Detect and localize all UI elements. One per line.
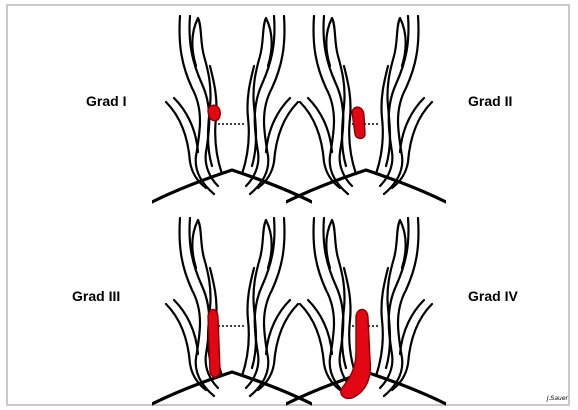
grade-2-label: Grad II — [468, 93, 512, 109]
grade-4-label: Grad IV — [468, 288, 518, 304]
grade-2-diagram — [286, 6, 446, 206]
grade-4-diagram — [286, 208, 446, 408]
hemorrhoid-grade-1 — [208, 105, 220, 121]
grade-1-label: Grad I — [86, 93, 126, 109]
grade-3-label: Grad III — [72, 288, 120, 304]
hemorrhoid-grade-3 — [208, 309, 220, 377]
hemorrhoid-grade-4 — [341, 309, 371, 398]
hemorrhoid-grade-2 — [352, 107, 365, 138]
author-credit: J.Sauer — [547, 395, 568, 402]
